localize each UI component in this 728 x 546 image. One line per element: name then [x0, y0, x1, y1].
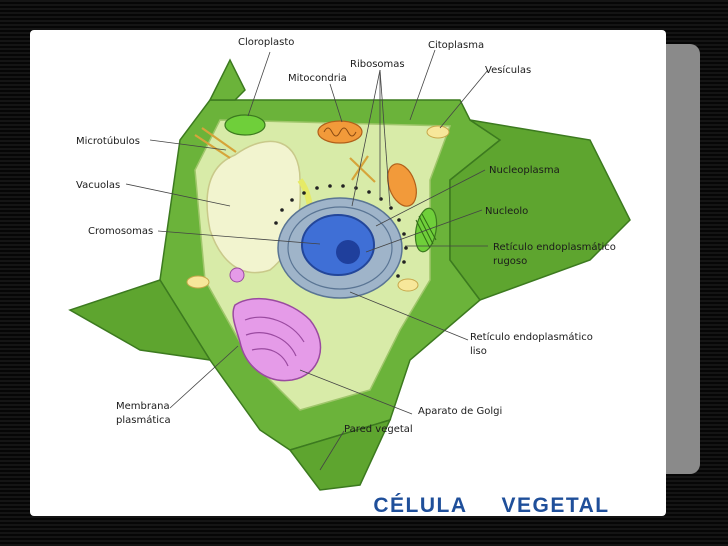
label-vesiculas: Vesículas [485, 64, 531, 76]
label-cromosomas: Cromosomas [88, 226, 153, 237]
nucleus [301, 214, 375, 276]
label-golgi: Aparato de Golgi [418, 406, 502, 417]
vesicle-3 [186, 275, 210, 289]
label-reticulo-liso: Retículo endoplasmático [470, 331, 593, 343]
label-reticulo-liso-2: liso [470, 346, 487, 357]
label-ribosomas: Ribosomas [350, 59, 405, 70]
vesicle [426, 125, 450, 139]
plant-cell-diagram: Cloroplasto Citoplasma Ribosomas Mitocon… [68, 37, 631, 491]
wall-flap-top-left [208, 58, 246, 101]
label-reticulo-rugoso: Retículo endoplasmático [493, 241, 616, 253]
label-reticulo-rugoso-2: rugoso [493, 256, 527, 267]
wall-flap-right [449, 119, 631, 301]
wall-flap-bottom [288, 418, 392, 491]
label-mitocondria: Mitocondria [288, 73, 347, 84]
slide: Cloroplasto Citoplasma Ribosomas Mitocon… [30, 30, 666, 516]
nucleolus [336, 240, 360, 264]
label-citoplasma: Citoplasma [428, 40, 484, 51]
label-pared-vegetal: Pared vegetal [344, 424, 413, 435]
label-membrana-2: plasmática [116, 414, 171, 426]
wall-flap-left [68, 279, 212, 361]
chloroplast [224, 114, 266, 136]
leader-lines [125, 49, 489, 471]
vesicle-2 [397, 278, 419, 292]
label-vacuolas: Vacuolas [76, 180, 120, 191]
label-membrana: Membrana [116, 401, 170, 412]
label-microtubulos: Microtúbulos [76, 135, 140, 147]
label-nucleoplasma: Nucleoplasma [489, 165, 560, 176]
caption-word-vegetal: VEGETAL [501, 494, 610, 516]
label-nucleolo: Nucleolo [485, 206, 528, 217]
mitochondrion-right [387, 163, 417, 207]
slide-caption: CÉLULA VEGETAL [344, 470, 610, 516]
microtubules [194, 127, 376, 183]
golgi-apparatus [232, 297, 322, 382]
ribosomes [274, 184, 408, 278]
label-cloroplasto: Cloroplasto [238, 37, 294, 48]
caption-word-celula: CÉLULA [373, 494, 468, 516]
